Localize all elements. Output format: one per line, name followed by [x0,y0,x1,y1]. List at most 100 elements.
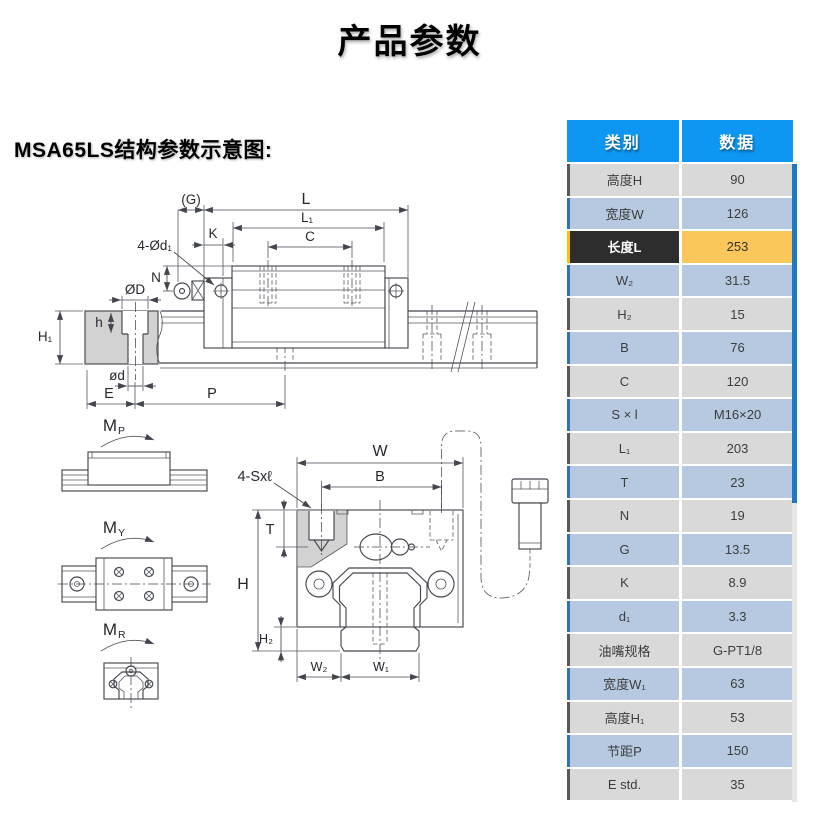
mr-label-sub: R [118,629,126,641]
row-label: T [567,466,679,498]
dim-label-h: H [237,576,249,593]
row-label: 油嘴规格 [567,634,679,666]
row-value: 203 [682,432,793,465]
table-row[interactable]: 油嘴规格 G-PT1/8 [567,634,793,666]
structure-diagram: (G) L L₁ C K 4-Ød₁ N [38,191,549,708]
table-row[interactable]: d₁ 3.3 [567,600,793,633]
carriage-mount-holes [259,260,361,309]
mounting-bolt [511,478,549,566]
dim-label-4d1: 4-Ød₁ [137,238,172,253]
table-row[interactable]: 宽度W 126 [567,197,793,230]
row-label: W₂ [567,264,679,297]
table-row[interactable]: L₁ 203 [567,432,793,465]
my-label-sub: Y [118,527,125,539]
row-label: E std. [567,768,679,801]
row-label: d₁ [567,600,679,633]
page-title: 产品参数 [337,23,482,61]
row-label: N [567,499,679,532]
row-value: 35 [682,768,793,801]
table-row[interactable]: B 76 [567,331,793,364]
table-row[interactable]: 长度L 253 [567,231,793,263]
my-label: M [103,518,117,537]
row-value: 90 [682,164,793,196]
row-value: 13.5 [682,533,793,566]
table-row[interactable]: C 120 [567,365,793,398]
dim-label-e: E [104,386,114,402]
row-label: S × l [567,399,679,431]
table-row[interactable]: G 13.5 [567,533,793,566]
dim-label-w1: W₁ [373,660,389,674]
dim-label-h-depth: h [95,315,103,330]
row-label: 高度H [567,164,679,196]
table-row[interactable]: H₂ 15 [567,298,793,330]
param-table: 类别 数据 高度H 90 宽度W 126 长度L 253 W₂ 31.5 H₂ … [567,120,793,802]
rotation-arrow-my [100,535,155,550]
table-row[interactable]: 节距P 150 [567,735,793,767]
row-label: B [567,331,679,364]
top-view-dimensions: (G) L L₁ C K 4-Ød₁ N [38,191,409,409]
dim-label-w2: W₂ [311,660,328,674]
dim-label-b: B [375,469,385,485]
row-value: M16×20 [682,399,793,431]
dim-label-t: T [266,522,275,538]
table-scrollbar[interactable] [792,164,797,802]
table-row[interactable]: S × l M16×20 [567,399,793,431]
row-value: 19 [682,499,793,532]
dim-label-k: K [208,226,217,241]
rotation-arrow-mr [100,637,155,652]
row-value: 15 [682,298,793,330]
table-row[interactable]: E std. 35 [567,768,793,801]
row-label: G [567,533,679,566]
dim-label-dia-d-small: ød [109,368,125,383]
dim-label-h1: H₁ [38,329,53,344]
row-label: 长度L [567,231,679,263]
row-label: H₂ [567,298,679,330]
row-label: C [567,365,679,398]
column-header-category: 类别 [567,120,679,162]
param-table-header: 类别 数据 [567,120,793,162]
row-value: 53 [682,701,793,734]
dim-label-c: C [305,229,315,244]
rail-end-block [84,302,159,380]
table-row[interactable]: K 8.9 [567,567,793,599]
row-value: 126 [682,197,793,230]
moment-diagram-mr: M R [100,620,159,708]
dim-label-dia-d: ØD [125,282,146,297]
mp-label: M [103,416,117,435]
dim-label-sxl: 4-Sxℓ [237,469,272,485]
carriage-side-view [173,260,409,349]
dim-label-l1: L₁ [301,210,314,225]
row-value: 63 [682,667,793,700]
row-label: 宽度W₁ [567,667,679,700]
grease-nipple-front [354,533,430,561]
table-row[interactable]: 高度H₁ 53 [567,701,793,734]
table-row[interactable]: N 19 [567,499,793,532]
rail-side-view [156,301,538,373]
row-value: 8.9 [682,567,793,599]
moment-diagram-my: M Y [58,518,211,611]
table-row[interactable]: 高度H 90 [567,164,793,196]
param-table-rows: 高度H 90 宽度W 126 长度L 253 W₂ 31.5 H₂ 15 B 7… [567,164,793,801]
row-label: L₁ [567,432,679,465]
table-row[interactable]: W₂ 31.5 [567,264,793,297]
table-row[interactable]: 宽度W₁ 63 [567,667,793,700]
row-value: G-PT1/8 [682,634,793,666]
row-value: 76 [682,331,793,364]
moment-diagram-mp: M P [61,416,208,492]
dim-label-p: P [207,386,217,402]
row-label: 宽度W [567,197,679,230]
row-value: 253 [682,231,793,263]
scrollbar-thumb[interactable] [792,164,797,503]
mr-label: M [103,620,117,639]
dim-label-w: W [372,443,388,460]
row-label: 高度H₁ [567,701,679,734]
dim-label-h2: H₂ [259,632,273,646]
grease-nipple-side [173,280,205,301]
row-label: K [567,567,679,599]
row-label: 节距P [567,735,679,767]
table-row[interactable]: T 23 [567,466,793,498]
row-value: 120 [682,365,793,398]
row-value: 150 [682,735,793,767]
column-header-data: 数据 [681,120,793,162]
